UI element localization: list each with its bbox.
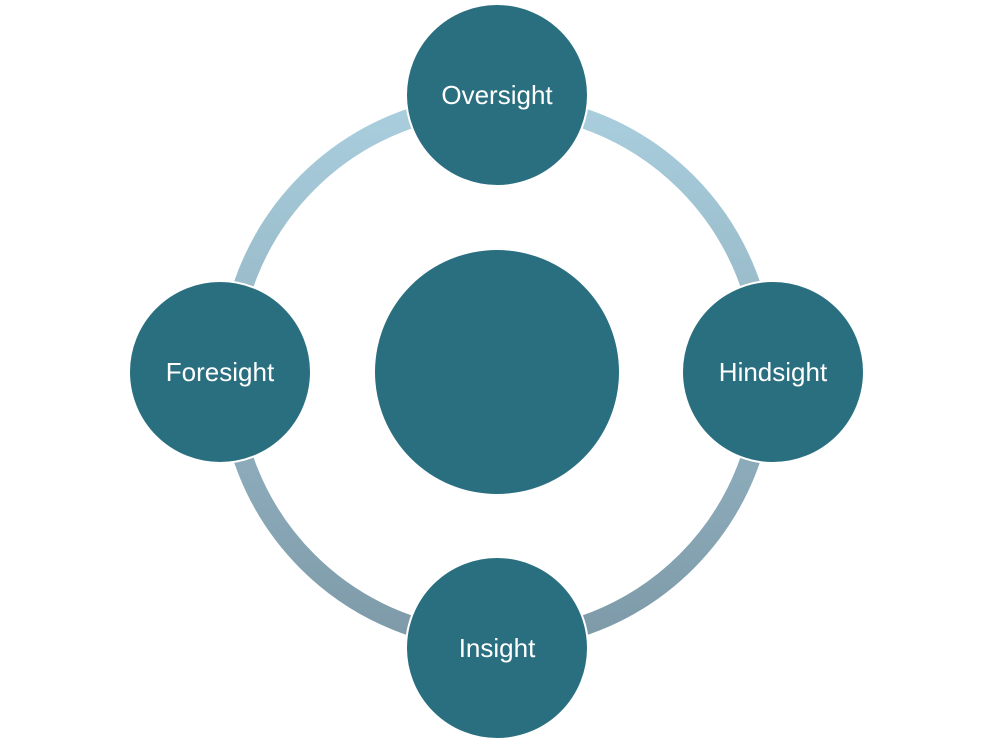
node-insight-circle bbox=[405, 556, 589, 740]
node-oversight-circle bbox=[405, 3, 589, 187]
node-foresight-circle bbox=[128, 280, 312, 464]
node-oversight: Oversight bbox=[405, 3, 589, 187]
node-insight: Insight bbox=[405, 556, 589, 740]
center-node bbox=[375, 250, 619, 494]
node-oversight-label: Oversight bbox=[441, 80, 553, 110]
node-foresight: Foresight bbox=[128, 280, 312, 464]
node-hindsight: Hindsight bbox=[681, 280, 865, 464]
node-hindsight-circle bbox=[681, 280, 865, 464]
node-insight-label: Insight bbox=[459, 633, 536, 663]
node-foresight-label: Foresight bbox=[166, 357, 275, 387]
node-hindsight-label: Hindsight bbox=[719, 357, 828, 387]
